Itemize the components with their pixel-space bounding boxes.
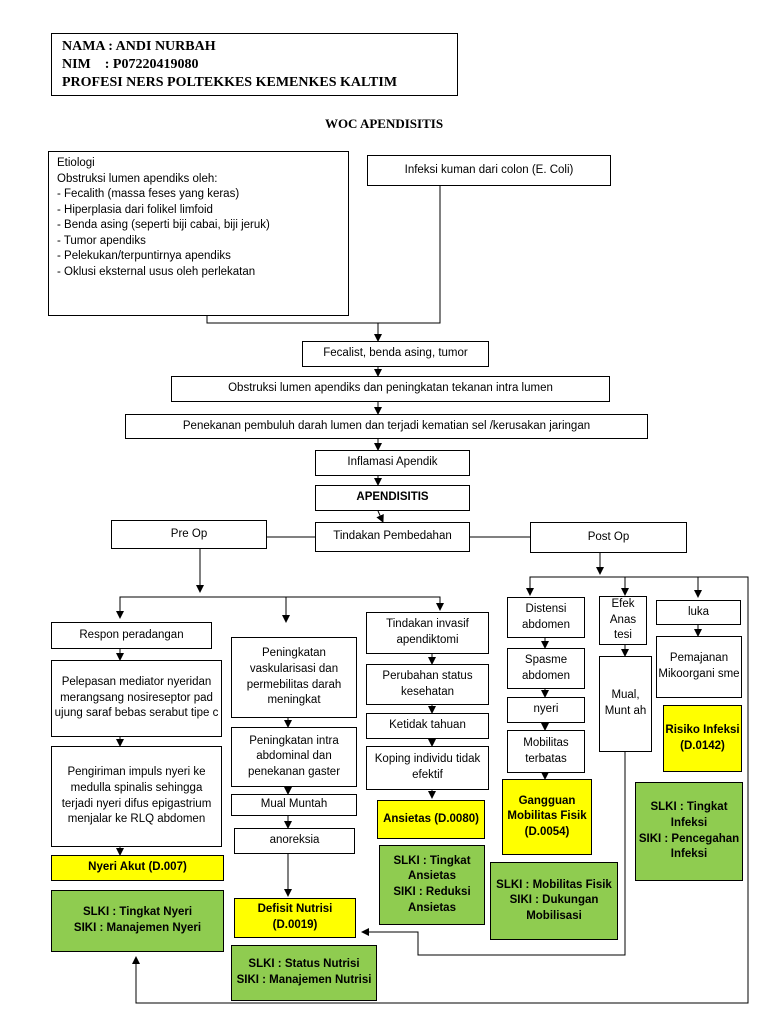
mual-muntah-post-node: Mual, Munt ah — [599, 656, 652, 752]
mobilitas-diagnosis: Gangguan Mobilitas Fisik (D.0054) — [502, 779, 592, 855]
ansietas-diagnosis: Ansietas (D.0080) — [377, 800, 485, 839]
penekanan-node: Penekanan pembuluh darah lumen dan terja… — [125, 414, 648, 439]
etiologi-intro: Obstruksi lumen apendiks oleh: — [57, 172, 218, 185]
infeksi-slki-siki: SLKI : Tingkat Infeksi SIKI : Pencegahan… — [635, 782, 743, 881]
ansietas-slki-siki: SLKI : Tingkat Ansietas SIKI : Reduksi A… — [379, 845, 485, 925]
infeksi-node: Infeksi kuman dari colon (E. Coli) — [367, 155, 611, 186]
student-nim: NIM : P07220419080 — [62, 57, 199, 72]
etiologi-item: - Tumor apendiks — [57, 234, 146, 247]
identity-header: NAMA : ANDI NURBAH NIM : P07220419080 PR… — [51, 33, 458, 96]
anoreksia-node: anoreksia — [234, 828, 355, 854]
pemajanan-node: Pemajanan Mikoorgani sme — [656, 636, 742, 698]
etiologi-item: - Fecalith (massa feses yang keras) — [57, 188, 240, 201]
peningkatan-vaskularisasi-node: Peningkatan vaskularisasi dan permebilit… — [231, 637, 357, 718]
mobilitas-slki-siki: SLKI : Mobilitas Fisik SIKI : Dukungan M… — [490, 862, 618, 940]
etiologi-box: Etiologi Obstruksi lumen apendiks oleh: … — [48, 151, 349, 316]
tindakan-invasif-node: Tindakan invasif apendiktomi — [366, 612, 489, 654]
inflamasi-node: Inflamasi Apendik — [315, 450, 470, 476]
perubahan-status-node: Perubahan status kesehatan — [366, 664, 489, 705]
pre-op-node: Pre Op — [111, 520, 267, 549]
mual-muntah-node: Mual Muntah — [231, 794, 357, 816]
fecalist-node: Fecalist, benda asing, tumor — [302, 341, 489, 367]
page-title: WOC APENDISITIS — [324, 116, 444, 131]
ketidaktahuan-node: Ketidak tahuan — [366, 713, 489, 739]
efek-anastesi-node: Efek Anas tesi — [599, 596, 647, 645]
koping-node: Koping individu tidak efektif — [366, 746, 489, 790]
etiologi-item: - Oklusi eksternal usus oleh perlekatan — [57, 265, 256, 278]
program-name: PROFESI NERS POLTEKKES KEMENKES KALTIM — [62, 75, 398, 90]
tindakan-node: Tindakan Pembedahan — [315, 522, 470, 552]
defisit-nutrisi-diagnosis: Defisit Nutrisi (D.0019) — [234, 898, 356, 938]
etiologi-item: - Hiperplasia dari folikel limfoid — [57, 203, 213, 216]
spasme-node: Spasme abdomen — [507, 648, 585, 689]
nyeri-slki-siki: SLKI : Tingkat Nyeri SIKI : Manajemen Ny… — [51, 890, 224, 952]
etiologi-item: - Pelekukan/terpuntirnya apendiks — [57, 250, 231, 263]
risiko-infeksi-diagnosis: Risiko Infeksi (D.0142) — [663, 705, 742, 772]
nyeri-akut-diagnosis: Nyeri Akut (D.007) — [51, 855, 224, 881]
nutrisi-slki-siki: SLKI : Status Nutrisi SIKI : Manajemen N… — [231, 945, 377, 1001]
apendisitis-node: APENDISITIS — [315, 485, 470, 511]
etiologi-item: - Benda asing (seperti biji cabai, biji … — [57, 219, 270, 232]
pengiriman-node: Pengiriman impuls nyeri ke medulla spina… — [51, 746, 222, 847]
distensi-node: Distensi abdomen — [507, 597, 585, 638]
nyeri-node: nyeri — [507, 697, 585, 723]
etiologi-heading: Etiologi — [57, 157, 95, 169]
post-op-node: Post Op — [530, 522, 687, 553]
mobilitas-node: Mobilitas terbatas — [507, 730, 585, 773]
obstruksi-node: Obstruksi lumen apendiks dan peningkatan… — [171, 376, 610, 402]
pelepasan-node: Pelepasan mediator nyeridan merangsang n… — [51, 660, 222, 737]
respon-node: Respon peradangan — [51, 622, 212, 649]
peningkatan-intra-node: Peningkatan intra abdominal dan penekana… — [231, 727, 357, 787]
luka-node: luka — [656, 600, 741, 625]
student-name: NAMA : ANDI NURBAH — [62, 39, 216, 54]
